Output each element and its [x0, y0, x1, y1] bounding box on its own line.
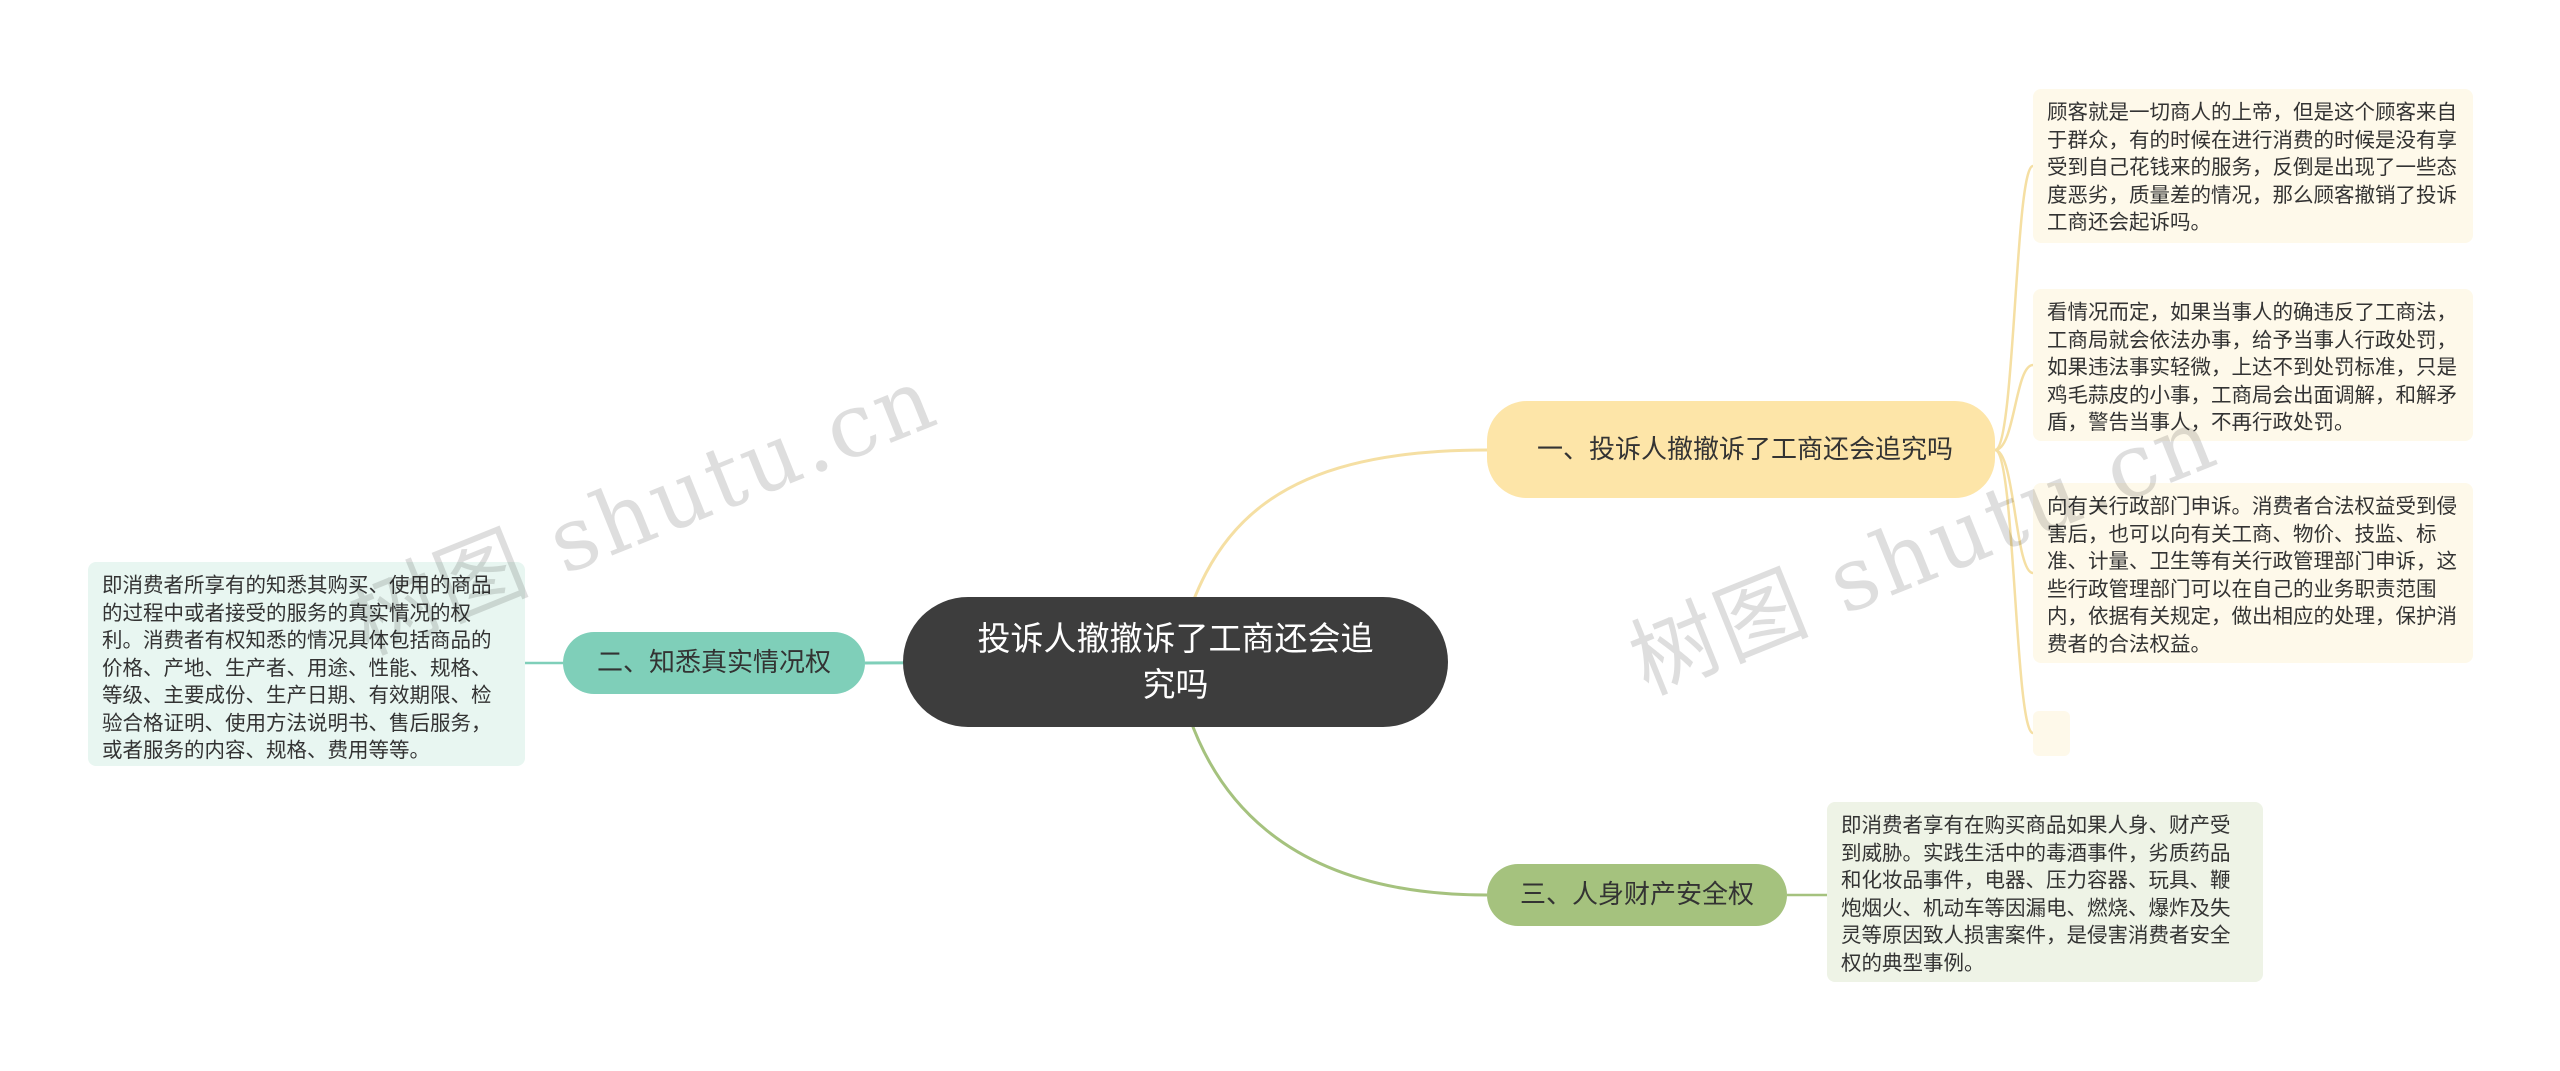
central-topic[interactable]: 投诉人撤撤诉了工商还会追究吗 [903, 597, 1448, 727]
branch-1-leaf-2[interactable]: 看情况而定，如果当事人的确违反了工商法，工商局就会依法办事，给予当事人行政处罚，… [2033, 289, 2473, 441]
leaf-text: 即消费者享有在购买商品如果人身、财产受到威胁。实践生活中的毒酒事件，劣质药品和化… [1841, 813, 2231, 975]
branch-1-leaf-3[interactable]: 向有关行政部门申诉。消费者合法权益受到侵害后，也可以向有关工商、物价、技监、标准… [2033, 483, 2473, 663]
branch-2[interactable]: 二、知悉真实情况权 [563, 632, 865, 694]
branch-3[interactable]: 三、人身财产安全权 [1487, 864, 1787, 926]
edge-branch1-leaf2 [1994, 363, 2034, 452]
branch-2-label: 二、知悉真实情况权 [596, 648, 831, 678]
branch-2-leaf-1[interactable]: 即消费者所享有的知悉其购买、使用的商品的过程中或者接受的服务的真实情况的权利。消… [88, 562, 525, 766]
branch-1-leaf-empty[interactable] [2033, 711, 2070, 756]
branch-3-leaf-1[interactable]: 即消费者享有在购买商品如果人身、财产受到威胁。实践生活中的毒酒事件，劣质药品和化… [1827, 802, 2263, 982]
central-topic-label: 投诉人撤撤诉了工商还会追究吗 [977, 619, 1374, 704]
leaf-text: 即消费者所享有的知悉其购买、使用的商品的过程中或者接受的服务的真实情况的权利。消… [102, 573, 492, 762]
branch-3-label: 三、人身财产安全权 [1519, 880, 1754, 910]
edge-branch1-leaf3 [1994, 448, 2034, 575]
edge-branch1-leaf4 [1993, 448, 2035, 735]
leaf-text: 顾客就是一切商人的上帝，但是这个顾客来自于群众，有的时候在进行消费的时候是没有享… [2047, 100, 2457, 234]
branch-1-label: 一、投诉人撤撤诉了工商还会追究吗 [1537, 434, 1954, 465]
leaf-text: 看情况而定，如果当事人的确违反了工商法，工商局就会依法办事，给予当事人行政处罚，… [2047, 300, 2457, 434]
leaf-text: 向有关行政部门申诉。消费者合法权益受到侵害后，也可以向有关工商、物价、技监、标准… [2047, 494, 2457, 656]
edge-branch1-leaf1 [1993, 164, 2035, 452]
branch-1-leaf-1[interactable]: 顾客就是一切商人的上帝，但是这个顾客来自于群众，有的时候在进行消费的时候是没有享… [2033, 89, 2473, 243]
branch-1[interactable]: 一、投诉人撤撤诉了工商还会追究吗 [1487, 401, 1995, 498]
